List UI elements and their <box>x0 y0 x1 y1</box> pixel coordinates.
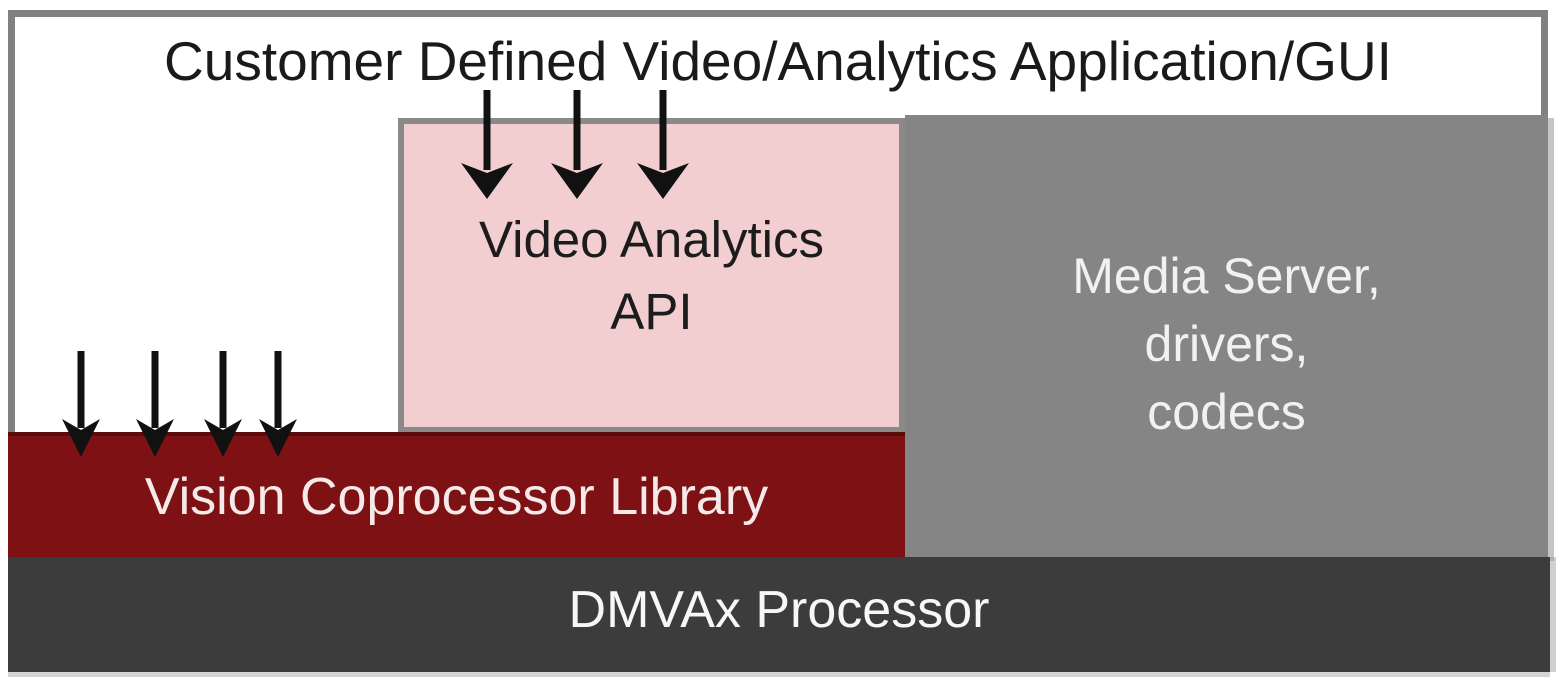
media-server-label-line1: Media Server, <box>1072 247 1381 304</box>
media-server-box: Media Server, drivers, codecs <box>905 115 1548 558</box>
video-analytics-api-label-line1: Video Analytics <box>479 210 824 268</box>
video-analytics-api-box: Video Analytics API <box>398 118 905 433</box>
application-title: Customer Defined Video/Analytics Applica… <box>164 30 1392 92</box>
media-server-label-line3: codecs <box>1147 383 1306 440</box>
vision-coprocessor-library-label: Vision Coprocessor Library <box>144 467 769 526</box>
video-analytics-api-label-line2: API <box>610 282 693 340</box>
dmvax-processor-bar: DMVAx Processor <box>8 557 1550 672</box>
media-server-label-line2: drivers, <box>1144 315 1309 372</box>
dmvax-processor-label: DMVAx Processor <box>568 580 990 639</box>
vision-coprocessor-library-bar: Vision Coprocessor Library <box>8 432 905 557</box>
